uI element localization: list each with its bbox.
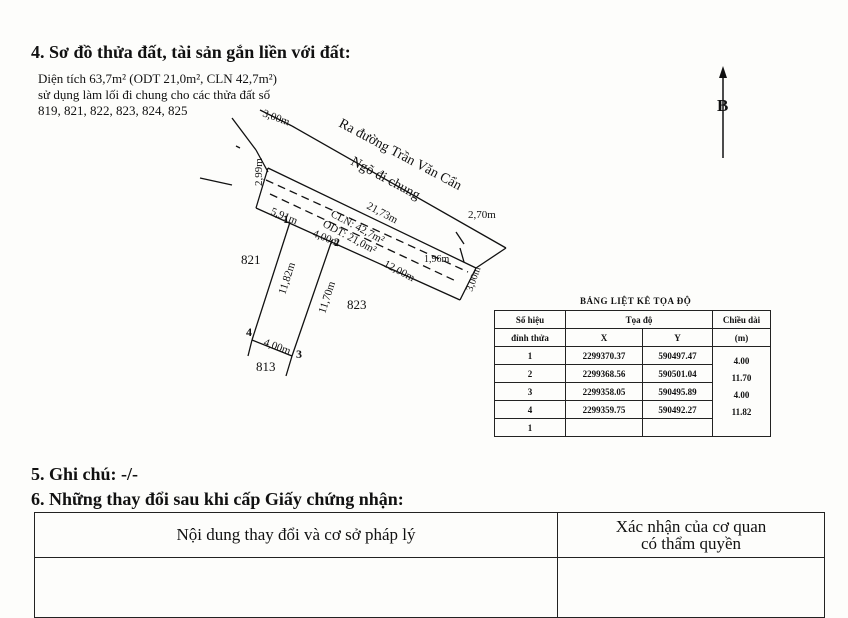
length-value: 4.00 <box>733 356 750 366</box>
north-arrow-icon: B <box>717 66 728 158</box>
length-value: 11.70 <box>731 373 752 383</box>
confirm-line-1: Xác nhận của cơ quan <box>615 517 767 536</box>
arrow-270 <box>455 231 465 245</box>
table-row: 1 2299370.37 590497.47 4.00 11.70 4.00 1… <box>494 346 771 437</box>
length-value: 4.00 <box>733 390 750 400</box>
dim-top: 3,00m <box>261 108 292 129</box>
odt-left-edge <box>251 221 291 341</box>
dim-1170: 11,70m <box>316 280 338 315</box>
cell-y <box>642 418 713 437</box>
dim-3: 3,00m <box>464 265 483 293</box>
cell-x <box>565 418 643 437</box>
cell-y: 590497.47 <box>642 346 713 365</box>
tick-mark <box>235 145 241 149</box>
north-label: B <box>717 96 728 115</box>
road-edge-c <box>255 149 269 173</box>
arrow-196 <box>459 247 465 263</box>
parcel-821-edge <box>247 339 253 357</box>
point-3: 3 <box>296 347 302 361</box>
changes-col-confirm: Xác nhận của cơ quan có thẩm quyền <box>557 512 825 558</box>
changes-empty-cell <box>557 557 825 618</box>
header-coord: Tọa độ <box>565 310 713 329</box>
cell-pt: 3 <box>494 382 566 401</box>
point-4: 4 <box>246 325 252 339</box>
odt-right-edge <box>291 239 333 357</box>
coord-table: Số hiệu Tọa độ Chiều dài đỉnh thửa X Y (… <box>494 310 771 437</box>
area-description: Diện tích 63,7m² (ODT 21,0m², CLN 42,7m²… <box>38 71 277 119</box>
point-2: 2 <box>334 235 340 249</box>
cell-x: 2299368.56 <box>565 364 643 383</box>
table-row: 3 2299358.05 590495.89 <box>494 382 771 401</box>
dim-left: 2,99m <box>253 158 265 186</box>
length-value: 11.82 <box>731 407 752 417</box>
parcel-813-edge <box>285 355 293 377</box>
road-edge-a <box>231 117 257 151</box>
point-1: 1 <box>283 212 289 226</box>
usage-line-1: sử dụng làm lối đi chung cho các thửa đấ… <box>38 87 271 102</box>
lane-top-edge <box>267 167 477 269</box>
cell-x: 2299358.05 <box>565 382 643 401</box>
usage-line-2: 819, 821, 822, 823, 824, 825 <box>38 103 188 118</box>
lengths-cell: 4.00 11.70 4.00 11.82 <box>712 346 771 437</box>
confirm-line-2: có thẩm quyền <box>640 534 742 553</box>
changes-empty-cell <box>34 557 558 618</box>
header-point-2: đỉnh thửa <box>494 328 566 347</box>
table-row: 1 <box>494 418 771 437</box>
road-edge-top <box>291 125 507 249</box>
header-point-line-1: Số hiệu <box>515 314 545 325</box>
dim-1182: 11,82m <box>276 261 298 296</box>
changes-table: Nội dung thay đổi và cơ sở pháp lý Xác n… <box>34 512 825 618</box>
cell-x: 2299359.75 <box>565 400 643 419</box>
cell-x: 2299370.37 <box>565 346 643 365</box>
cell-y: 590495.89 <box>642 382 713 401</box>
cell-y: 590501.04 <box>642 364 713 383</box>
header-length-unit: (m) <box>712 328 771 347</box>
header-length: Chiều dài <box>712 310 771 329</box>
cell-pt: 2 <box>494 364 566 383</box>
section-4-title: 4. Sơ đồ thửa đất, tài sản gắn liền với … <box>31 42 351 62</box>
cln-dash-line <box>269 193 459 283</box>
section-6-title: 6. Những thay đổi sau khi cấp Giấy chứng… <box>31 489 404 509</box>
cell-pt: 1 <box>494 418 566 437</box>
parcel-823-label: 823 <box>347 297 367 312</box>
dim-right-road: 2,70m <box>468 209 496 221</box>
parcel-821-label: 821 <box>241 252 261 267</box>
dim-400-bottom: 4,00m <box>262 337 293 358</box>
cell-pt: 4 <box>494 400 566 419</box>
area-line: Diện tích 63,7m² (ODT 21,0m², CLN 42,7m²… <box>38 71 277 86</box>
section-5-title: 5. Ghi chú: -/- <box>31 464 139 484</box>
changes-col-content: Nội dung thay đổi và cơ sở pháp lý <box>34 512 558 558</box>
road-right-end <box>475 247 507 269</box>
lane-left-edge <box>255 167 269 209</box>
road-edge-b <box>259 109 293 127</box>
odt-dash-line <box>265 179 469 273</box>
cell-pt: 1 <box>494 346 566 365</box>
dim-196: 1,96m <box>424 254 450 265</box>
lane-right-edge <box>459 267 477 301</box>
parcel-813-label: 813 <box>256 359 276 374</box>
leader-299 <box>199 177 233 186</box>
header-x: X <box>565 328 643 347</box>
header-y: Y <box>642 328 713 347</box>
dim-12: 12,00m <box>382 258 417 284</box>
cell-y: 590492.27 <box>642 400 713 419</box>
odt-bottom-edge <box>251 339 293 357</box>
table-row: 2 2299368.56 590501.04 <box>494 364 771 383</box>
header-point: Số hiệu <box>494 310 566 329</box>
coord-table-title: BẢNG LIỆT KÊ TỌA ĐỘ <box>580 296 692 306</box>
